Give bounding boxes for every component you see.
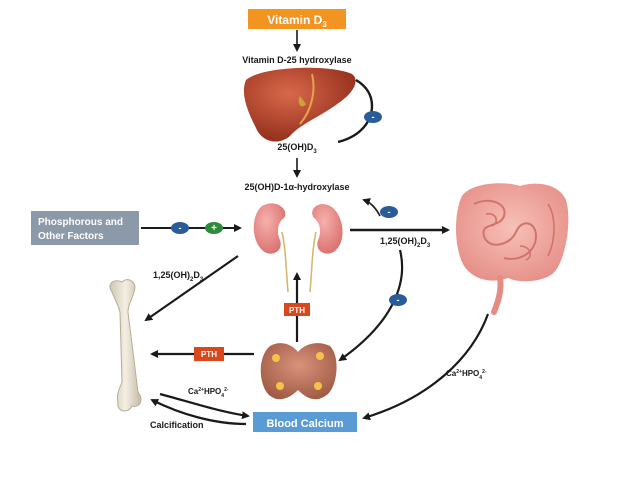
blood-calcium-node: Blood Calcium <box>253 412 357 432</box>
vitamin-d3-subscript: 3 <box>322 20 327 29</box>
d1a-hydroxylase-label: 25(OH)D-1α-hydroxylase <box>244 182 349 192</box>
svg-text:+: + <box>211 223 217 234</box>
dihydroxy-right-label: 1,25(OH)2D3 <box>380 236 431 249</box>
ca-hpo4-left-label: Ca2+HPO42- <box>188 387 229 399</box>
arrow-bone-to-blood-calcium <box>159 392 250 420</box>
svg-text:-: - <box>372 112 375 122</box>
minus-badge-parathyroid: - <box>389 294 407 306</box>
plus-badge-phosphorous: + <box>205 222 223 234</box>
phosphorous-line1: Phosphorous and <box>38 217 123 228</box>
svg-text:PTH: PTH <box>201 350 217 359</box>
bone-icon <box>109 279 142 412</box>
pth-badge-left: PTH <box>194 347 224 361</box>
arrow-intestine-to-blood-calcium <box>362 313 490 421</box>
minus-badge-phosphorous: - <box>171 222 189 234</box>
svg-text:Vitamin D3: Vitamin D3 <box>267 13 327 29</box>
d25-hydroxylase-label: Vitamin D-25 hydroxylase <box>242 55 351 65</box>
parathyroid-icon <box>260 343 337 400</box>
minus-badge-kidney: - <box>380 206 398 218</box>
svg-text:-: - <box>397 295 400 305</box>
feedback-arc-liver <box>337 78 374 144</box>
arrow-kidney-to-parathyroid <box>338 249 404 362</box>
calcification-label: Calcification <box>150 420 204 430</box>
phosphorous-node: Phosphorous and Other Factors <box>31 211 139 245</box>
vitamin-d3-label: Vitamin D <box>267 13 322 27</box>
svg-text:-: - <box>179 223 182 233</box>
feedback-arrow-kidney <box>362 198 381 217</box>
pth-badge-up: PTH <box>284 303 310 316</box>
minus-badge-liver: - <box>364 111 382 123</box>
dihydroxy-left-label: 1,25(OH)2D3 <box>153 270 204 283</box>
liver-icon <box>243 67 356 142</box>
ca-hpo4-right-label: Ca2+HPO42- <box>446 369 487 381</box>
svg-text:PTH: PTH <box>289 306 305 315</box>
intestine-icon <box>456 183 569 315</box>
arrow-blood-calcium-to-bone <box>150 399 247 426</box>
oh-d3-label: 25(OH)D3 <box>277 142 317 155</box>
svg-text:-: - <box>388 207 391 217</box>
kidney-icon <box>253 203 343 293</box>
phosphorous-line2: Other Factors <box>38 231 104 242</box>
vitamin-d3-node: Vitamin D3 <box>248 9 346 29</box>
blood-calcium-label: Blood Calcium <box>266 418 343 430</box>
arrow-kidney-to-bone <box>144 255 239 322</box>
